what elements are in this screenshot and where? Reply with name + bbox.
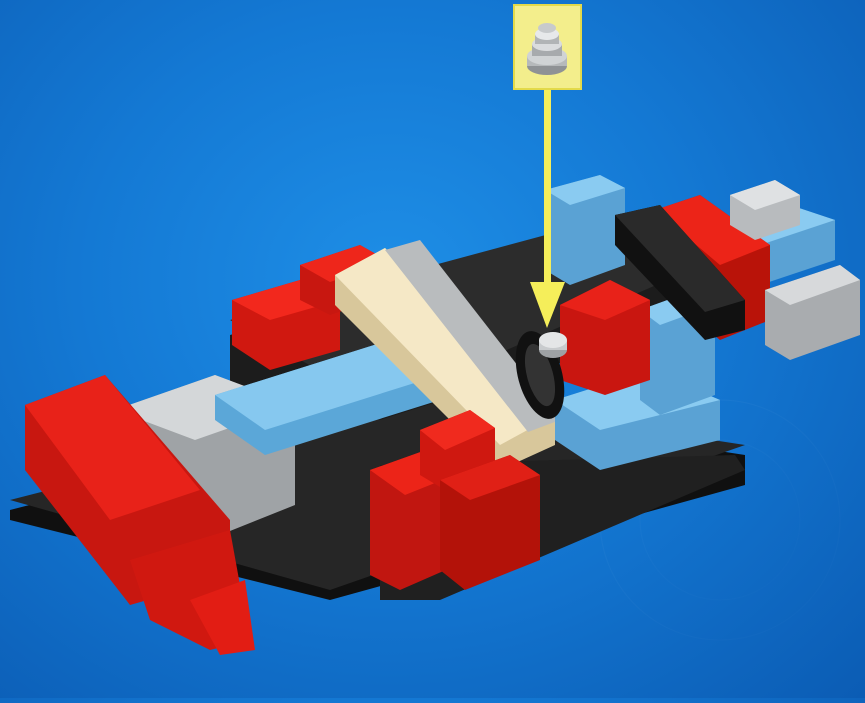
part-callout bbox=[513, 4, 582, 90]
round-plate-stack-icon bbox=[515, 6, 580, 88]
gray-round-plate-placed bbox=[539, 332, 567, 358]
